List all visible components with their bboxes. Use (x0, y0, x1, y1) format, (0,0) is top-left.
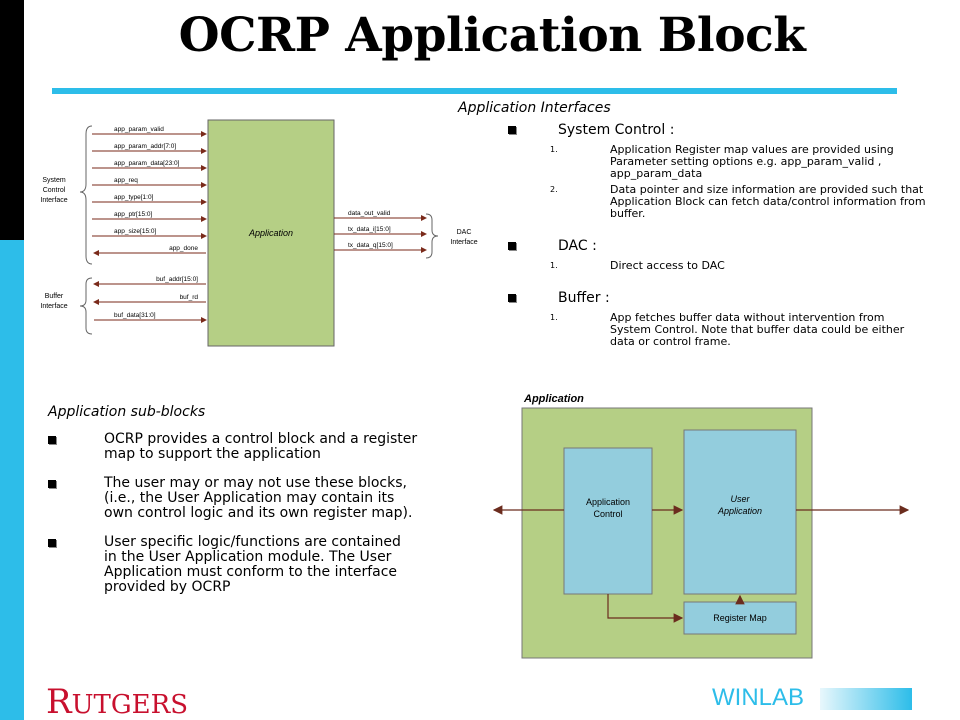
buffer-signal-label: buf_rd (180, 294, 199, 301)
signal-input-label: app_type[1:0] (114, 194, 154, 201)
list-item: OCRP provides a control block and a regi… (48, 432, 418, 462)
application-control-label-1: Application (586, 497, 630, 507)
buffer-signal-label: buf_addr[15:0] (156, 276, 198, 283)
user-application-label-1: User (730, 494, 750, 504)
section-buffer: Buffer : 1.App fetches buffer data witho… (508, 290, 928, 348)
section-heading: System Control : (558, 122, 675, 138)
system-control-brace (79, 125, 93, 265)
sub-blocks-title: Application sub-blocks (48, 404, 206, 420)
section-system-control: System Control : 1.Application Register … (508, 122, 928, 220)
register-map-label: Register Map (713, 613, 767, 623)
application-interfaces-panel: Application Interfaces System Control : … (458, 100, 928, 352)
left-edge-accent (0, 240, 24, 720)
section-heading: Buffer : (558, 290, 610, 306)
signal-input-label: app_param_valid (114, 126, 164, 133)
dac-output-label: data_out_valid (348, 210, 391, 217)
square-bullet-icon (508, 242, 516, 250)
buffer-label-2: Interface (40, 303, 67, 310)
signal-input-label: app_req (114, 177, 138, 184)
square-bullet-icon (48, 539, 56, 547)
buffer-brace (79, 277, 93, 335)
buffer-label-1: Buffer (45, 293, 64, 300)
application-block-label: Application (248, 228, 293, 238)
outer-block-label: Application (523, 393, 584, 405)
sub-blocks-panel: Application sub-blocks OCRP provides a c… (48, 404, 418, 609)
signal-input-label: app_ptr[15:0] (114, 211, 153, 218)
title-divider (52, 88, 897, 94)
dac-label-1: DAC (457, 229, 472, 236)
signal-output-label: app_done (169, 245, 198, 252)
dac-output-label: tx_data_q[15:0] (348, 242, 393, 249)
section-dac: DAC : 1.Direct access to DAC (508, 238, 928, 272)
page-title: OCRP Application Block (178, 8, 806, 63)
dac-brace (425, 213, 439, 259)
system-control-label-2: Control (43, 187, 66, 194)
list-item: 1.App fetches buffer data without interv… (550, 311, 905, 348)
signal-input-label: app_size[15:0] (114, 228, 156, 235)
block-diagram: Application Application Control User App… (492, 393, 910, 659)
square-bullet-icon (508, 126, 516, 134)
list-item: 1.Application Register map values are pr… (550, 143, 894, 180)
system-control-label-3: Interface (40, 197, 67, 204)
application-control-block (563, 447, 653, 595)
winlab-gradient-bar (820, 688, 912, 710)
signal-diagram: Application app_param_valid app_param_add… (40, 119, 478, 347)
buffer-signal-label: buf_data[31:0] (114, 312, 156, 319)
list-item: User specific logic/functions are contai… (48, 535, 418, 595)
application-control-label-2: Control (593, 509, 622, 519)
rutgers-logo: RUTGERS (46, 682, 188, 720)
list-item: The user may or may not use these blocks… (48, 476, 418, 521)
list-item: 1.Direct access to DAC (550, 259, 725, 272)
user-application-label-2: Application (717, 506, 762, 516)
signal-input-label: app_param_addr[7:0] (114, 143, 176, 150)
user-application-block (683, 429, 797, 595)
section-heading: DAC : (558, 238, 597, 254)
interfaces-title: Application Interfaces (458, 100, 611, 116)
winlab-logo: WINLAB (712, 684, 805, 711)
dac-output-label: tx_data_i[15:0] (348, 226, 391, 233)
list-item: 2.Data pointer and size information are … (550, 183, 926, 220)
control-to-register-arrow (607, 594, 684, 623)
dac-label-2: Interface (450, 239, 477, 246)
signal-input-label: app_param_data[23:0] (114, 160, 180, 167)
system-control-label-1: System (42, 177, 66, 184)
application-block (207, 119, 335, 347)
square-bullet-icon (48, 436, 56, 444)
register-map-block (683, 601, 797, 635)
square-bullet-icon (48, 480, 56, 488)
square-bullet-icon (508, 294, 516, 302)
